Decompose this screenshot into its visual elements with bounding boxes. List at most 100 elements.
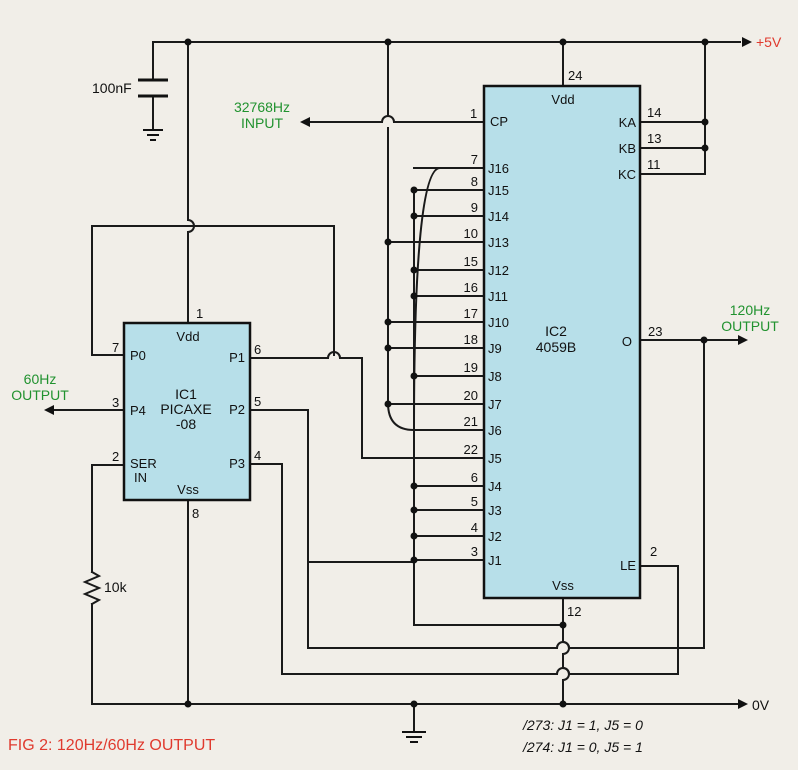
ic2-pin-label-j16: J16 xyxy=(488,161,509,176)
ic2-pin-num-j10: 17 xyxy=(464,306,478,321)
ic1-p1-num: 6 xyxy=(254,342,261,357)
note-line1: /273: J1 = 1, J5 = 0 xyxy=(522,717,643,733)
ic2-pin-num-j15: 8 xyxy=(471,174,478,189)
ic2-le-label: LE xyxy=(620,558,636,573)
ic1-name: IC1 xyxy=(175,386,197,402)
ic2-pin-num-j4: 6 xyxy=(471,470,478,485)
ic2-pin-num-j11: 16 xyxy=(464,280,478,295)
p4-output-arrow xyxy=(44,405,54,415)
ic1-vss-num: 8 xyxy=(192,506,199,521)
ic2-o-label: O xyxy=(622,334,632,349)
o-output-arrow xyxy=(738,335,748,345)
ic2-cp-label: CP xyxy=(490,114,508,129)
ic1-part-line2: -08 xyxy=(176,416,196,432)
ic2-pin-num-j1: 3 xyxy=(471,544,478,559)
cap-ground-icon xyxy=(143,129,163,141)
capacitor-label: 100nF xyxy=(92,80,132,96)
ic2-kc-label: KC xyxy=(618,167,636,182)
ic1-p2-num: 5 xyxy=(254,394,261,409)
ic2-o-num: 23 xyxy=(648,324,662,339)
ic2-cp-num: 1 xyxy=(470,106,477,121)
ic1-p0-num: 7 xyxy=(112,340,119,355)
positive-rail-label: +5V xyxy=(756,34,782,50)
ic1-ser-num: 2 xyxy=(112,449,119,464)
ic2-pin-num-j2: 4 xyxy=(471,520,478,535)
p2-to-j1-wire xyxy=(249,409,415,563)
ic1-ser-label: SER xyxy=(130,456,157,471)
ic2-pin-label-j4: J4 xyxy=(488,479,502,494)
ic1-vdd-num: 1 xyxy=(196,306,203,321)
ic2-pin-label-j11: J11 xyxy=(488,289,508,304)
ic2-vss-label: Vss xyxy=(552,578,574,593)
ic2-ka-num: 14 xyxy=(647,105,661,120)
ic2-kb-num: 13 xyxy=(647,131,661,146)
ic2-ka-label: KA xyxy=(619,115,637,130)
ic2-kb-label: KB xyxy=(619,141,636,156)
resistor-10k xyxy=(82,570,102,606)
note-line2: /274: J1 = 0, J5 = 1 xyxy=(522,739,643,755)
figure-caption: FIG 2: 120Hz/60Hz OUTPUT xyxy=(8,737,215,754)
ic1-in-label: IN xyxy=(134,470,147,485)
ic1-body xyxy=(122,321,252,502)
ic2-pin-num-j16: 7 xyxy=(471,152,478,167)
ic2-pin-num-j7: 20 xyxy=(464,388,478,403)
ic2-pin-num-j5: 22 xyxy=(464,442,478,457)
ic1-p3-num: 4 xyxy=(254,448,261,463)
ic2-pin-num-j8: 19 xyxy=(464,360,478,375)
ic2-pin-num-j3: 5 xyxy=(471,494,478,509)
out120-freq-label: 120Hz xyxy=(730,302,770,318)
ic1-vdd-label: Vdd xyxy=(176,329,199,344)
resistor-label: 10k xyxy=(104,579,128,595)
capacitor-100nf xyxy=(138,78,168,98)
ic2-vdd-label: Vdd xyxy=(551,92,574,107)
ground-rail-label: 0V xyxy=(752,697,770,713)
ic2-pin-label-j3: J3 xyxy=(488,503,502,518)
ic2-pin-label-j10: J10 xyxy=(488,315,509,330)
ic1-p3-label: P3 xyxy=(229,456,245,471)
out60-freq-label: 60Hz xyxy=(24,371,57,387)
j-lower-stubs xyxy=(413,485,485,561)
ic2-pin-label-j15: J15 xyxy=(488,183,509,198)
ic2-pin-num-j12: 15 xyxy=(464,254,478,269)
p1-to-j5-wire xyxy=(249,351,485,459)
ground-icon xyxy=(402,731,426,743)
ground-loop-wire xyxy=(307,339,705,649)
out60-word-label: OUTPUT xyxy=(11,387,69,403)
ic1-p4-num: 3 xyxy=(112,395,119,410)
ic2-pin-num-j9: 18 xyxy=(464,332,478,347)
ic2-pin-label-j5: J5 xyxy=(488,451,502,466)
ic2-le-num: 2 xyxy=(650,544,657,559)
ic2-pin-num-j13: 10 xyxy=(464,226,478,241)
ic2-vdd-num: 24 xyxy=(568,68,582,83)
ic1-p1-label: P1 xyxy=(229,350,245,365)
ic1-p0-label: P0 xyxy=(130,348,146,363)
ser-in-wire xyxy=(91,464,125,573)
positive-rail-arrow xyxy=(742,37,752,47)
ic1-p2-label: P2 xyxy=(229,402,245,417)
ic2-pin-label-j12: J12 xyxy=(488,263,509,278)
ic2-body xyxy=(482,84,642,600)
ic1-p4-label: P4 xyxy=(130,403,146,418)
jbus-to-ground xyxy=(413,559,564,626)
ic2-pin-label-j9: J9 xyxy=(488,341,502,356)
out120-word-label: OUTPUT xyxy=(721,318,779,334)
ic2-pin-label-j2: J2 xyxy=(488,529,502,544)
ic2-pin-label-j8: J8 xyxy=(488,369,502,384)
ic2-part: 4059B xyxy=(536,339,576,355)
input-word-label: INPUT xyxy=(241,115,283,131)
junctions xyxy=(184,38,709,708)
j-upper-stubs xyxy=(387,167,485,431)
ic2-name: IC2 xyxy=(545,323,567,339)
ic1-vss-label: Vss xyxy=(177,482,199,497)
input-arrow xyxy=(300,117,310,127)
input-freq-label: 32768Hz xyxy=(234,99,290,115)
ic2-vss-num: 12 xyxy=(567,604,581,619)
ic2-pin-label-j14: J14 xyxy=(488,209,509,224)
ic2-pin-label-j6: J6 xyxy=(488,423,502,438)
ic2-pin-num-j14: 9 xyxy=(471,200,478,215)
ic2-pin-label-j1: J1 xyxy=(488,553,502,568)
ic1-part-line1: PICAXE xyxy=(160,401,211,417)
ground-rail-arrow xyxy=(738,699,748,709)
